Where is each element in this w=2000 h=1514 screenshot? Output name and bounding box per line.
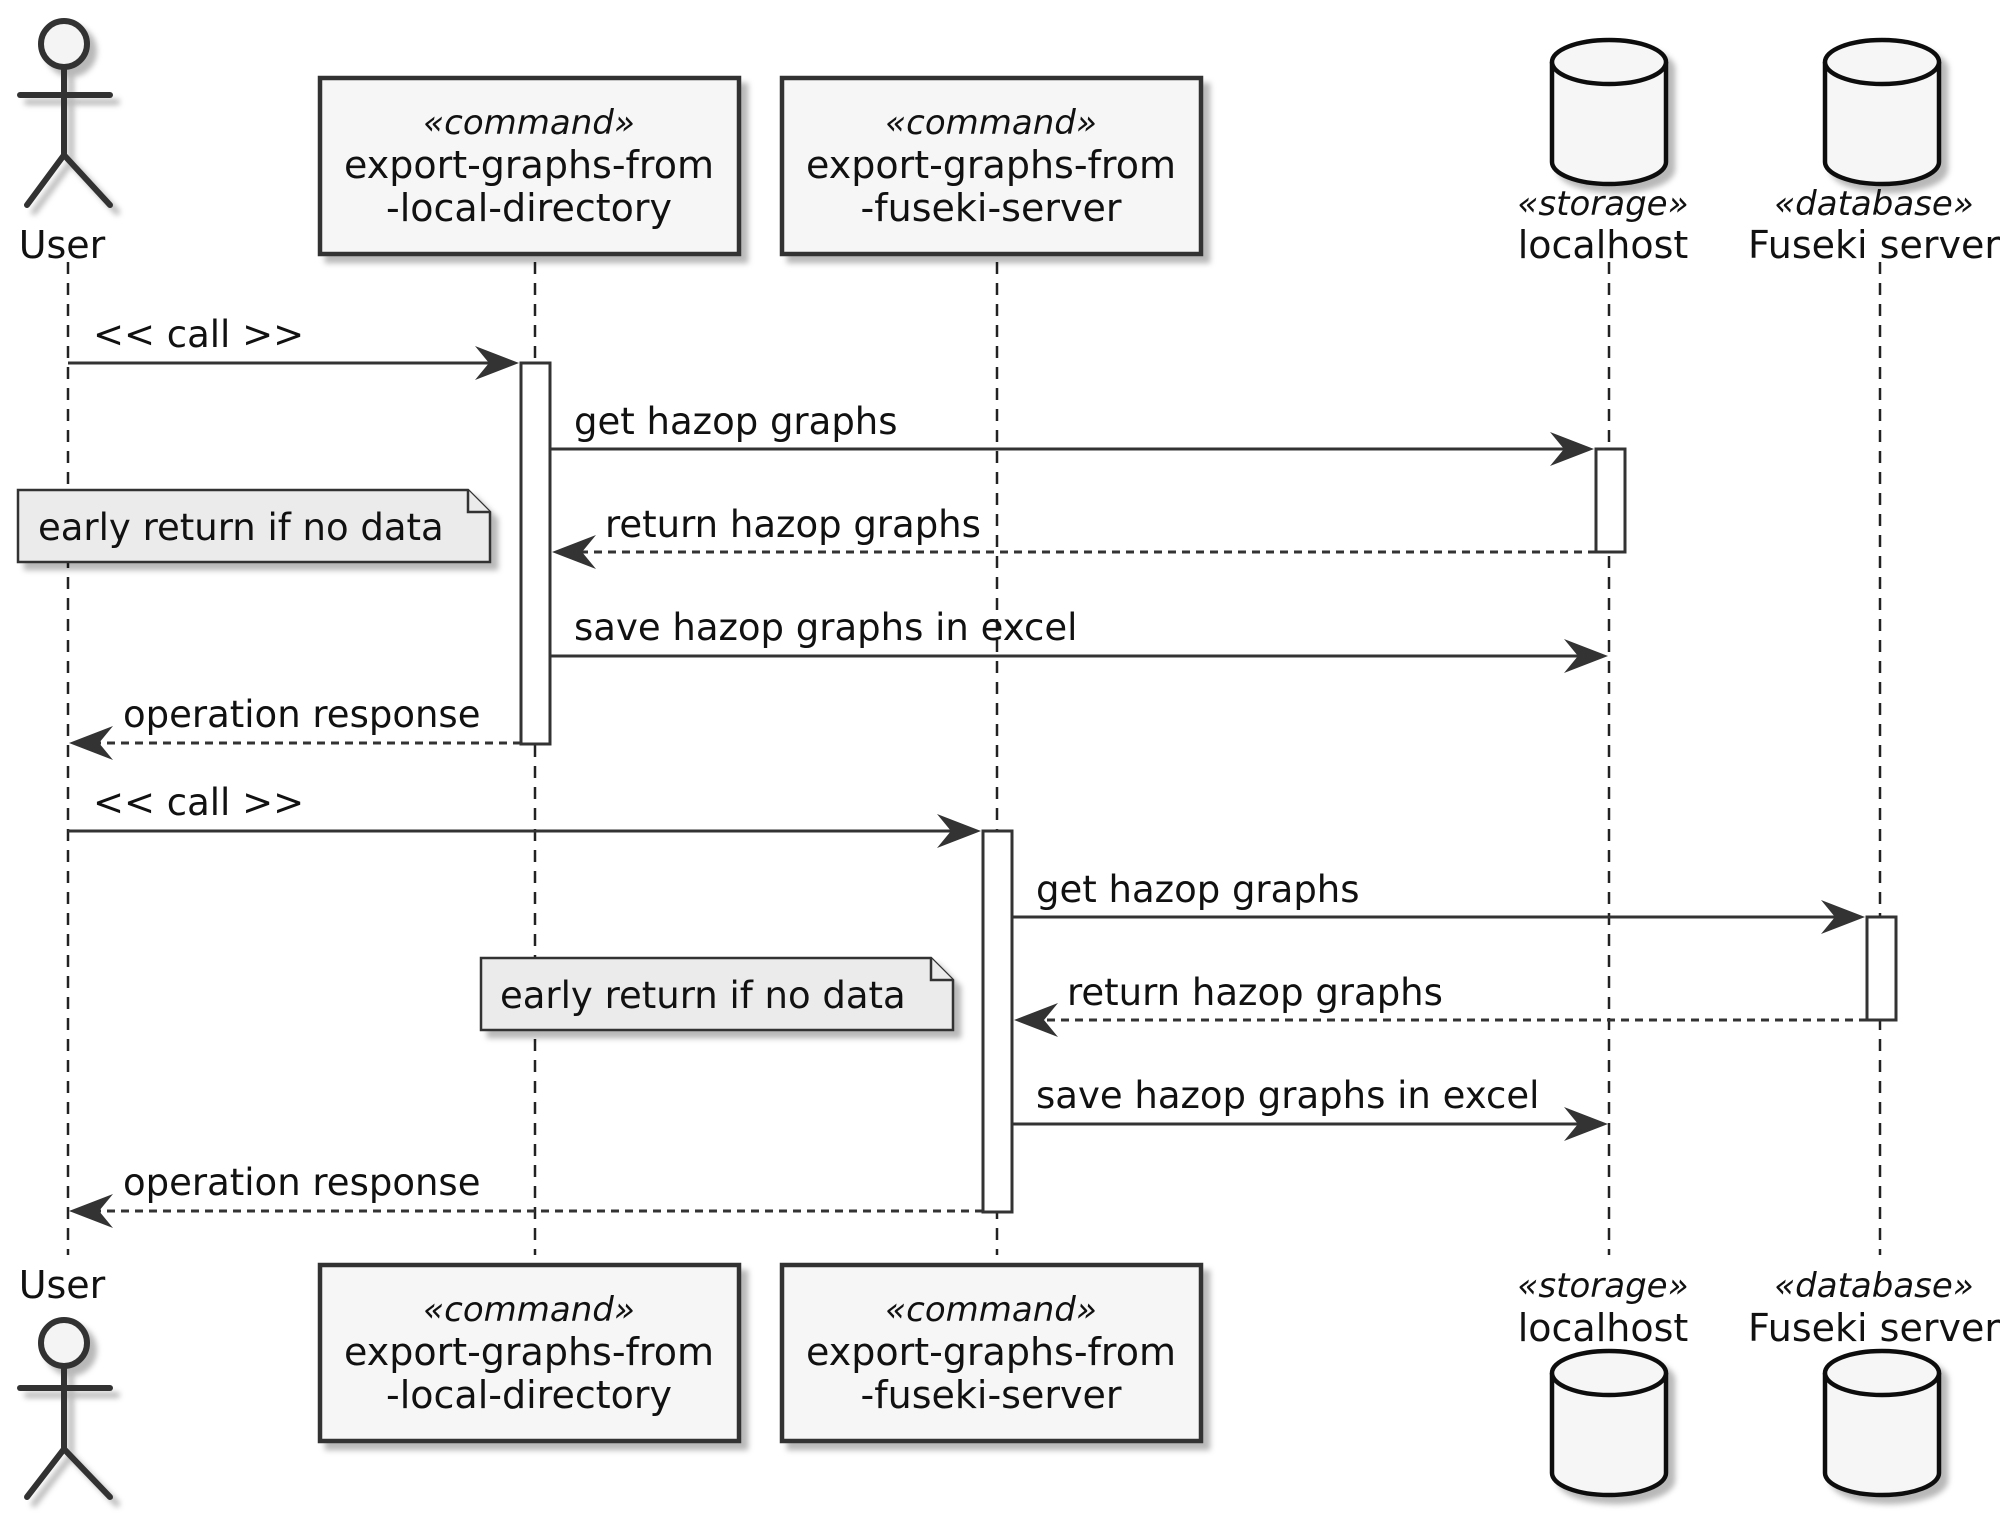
message-label-8: return hazop graphs: [1067, 971, 1443, 1014]
note-early-return-first: [16, 488, 492, 564]
participant-box-local-directory: [317, 75, 742, 257]
message-arrowhead-3: [552, 535, 596, 569]
note-early-return-second: [479, 956, 955, 1032]
message-label-4: save hazop graphs in excel: [574, 606, 1077, 649]
note-text-second: early return if no data: [500, 974, 906, 1017]
user-actor-icon: [17, 18, 113, 208]
participant-box-fuseki-command: [779, 75, 1204, 257]
message-arrowhead-1: [475, 346, 519, 380]
participant-stereotype-local-directory: «command»: [423, 103, 635, 143]
participant-stereotype-local-directory-bottom: «command»: [423, 1290, 635, 1330]
participant-stereotype-localhost: «storage»: [1517, 184, 1688, 224]
participant-name-fuseki-command-line2: -fuseki-server: [861, 186, 1122, 230]
activations: [519, 361, 1898, 1214]
fuseki-database-icon-bottom: [1822, 1348, 1942, 1498]
participant-name-fuseki-server-bottom: Fuseki server: [1748, 1306, 2000, 1350]
participants-bottom: User «command» export-graphs-from -local…: [17, 1262, 2000, 1500]
notes: early return if no data early return if …: [16, 488, 955, 1032]
activation-localhost-first: [1594, 447, 1627, 554]
messages: << call >> get hazop graphs return hazop…: [68, 313, 1867, 1228]
message-arrowhead-9: [1564, 1107, 1608, 1141]
message-arrowhead-6: [937, 814, 981, 848]
message-arrowhead-7: [1821, 900, 1865, 934]
activation-fuseki-command: [981, 829, 1014, 1214]
participant-name-fuseki-command-bottom-line1: export-graphs-from: [806, 1330, 1176, 1374]
participant-name-localhost-bottom: localhost: [1518, 1306, 1689, 1350]
participants-top: User «command» export-graphs-from -local…: [17, 18, 2000, 267]
participant-name-fuseki-server: Fuseki server: [1748, 223, 2000, 267]
lifelines: [66, 262, 1882, 1255]
participant-name-local-directory-bottom-line2: -local-directory: [386, 1373, 672, 1417]
message-arrowhead-8: [1014, 1003, 1058, 1037]
localhost-database-icon: [1549, 37, 1669, 187]
note-text-first: early return if no data: [38, 506, 444, 549]
activation-fuseki-server: [1865, 915, 1898, 1022]
participant-name-user-bottom: User: [19, 1263, 106, 1307]
message-label-5: operation response: [123, 693, 480, 736]
message-arrowhead-4: [1564, 639, 1608, 673]
participant-stereotype-fuseki-server-bottom: «database»: [1774, 1266, 1974, 1306]
participant-stereotype-fuseki-command: «command»: [885, 103, 1097, 143]
fuseki-database-icon: [1822, 37, 1942, 187]
message-label-7: get hazop graphs: [1036, 868, 1360, 911]
user-actor-icon-bottom: [17, 1317, 113, 1500]
participant-stereotype-fuseki-command-bottom: «command»: [885, 1290, 1097, 1330]
participant-name-fuseki-command-line1: export-graphs-from: [806, 143, 1176, 187]
participant-name-local-directory-line2: -local-directory: [386, 186, 672, 230]
participant-stereotype-fuseki-server: «database»: [1774, 184, 1974, 224]
participant-name-local-directory-line1: export-graphs-from: [344, 143, 714, 187]
message-label-9: save hazop graphs in excel: [1036, 1074, 1539, 1117]
activation-local-directory: [519, 361, 552, 746]
message-arrowhead-2: [1550, 432, 1594, 466]
localhost-database-icon-bottom: [1549, 1348, 1669, 1498]
message-label-6: << call >>: [93, 781, 304, 824]
message-label-10: operation response: [123, 1161, 480, 1204]
message-arrowhead-5: [69, 726, 113, 760]
message-label-1: << call >>: [93, 313, 304, 356]
message-label-3: return hazop graphs: [605, 503, 981, 546]
participant-name-fuseki-command-bottom-line2: -fuseki-server: [861, 1373, 1122, 1417]
participant-name-localhost: localhost: [1518, 223, 1689, 267]
participant-stereotype-localhost-bottom: «storage»: [1517, 1266, 1688, 1306]
participant-box-local-directory-bottom: [317, 1262, 742, 1444]
message-label-2: get hazop graphs: [574, 400, 898, 443]
message-arrowhead-10: [69, 1194, 113, 1228]
participant-name-user: User: [19, 223, 106, 267]
participant-name-local-directory-bottom-line1: export-graphs-from: [344, 1330, 714, 1374]
participant-box-fuseki-command-bottom: [779, 1262, 1204, 1444]
